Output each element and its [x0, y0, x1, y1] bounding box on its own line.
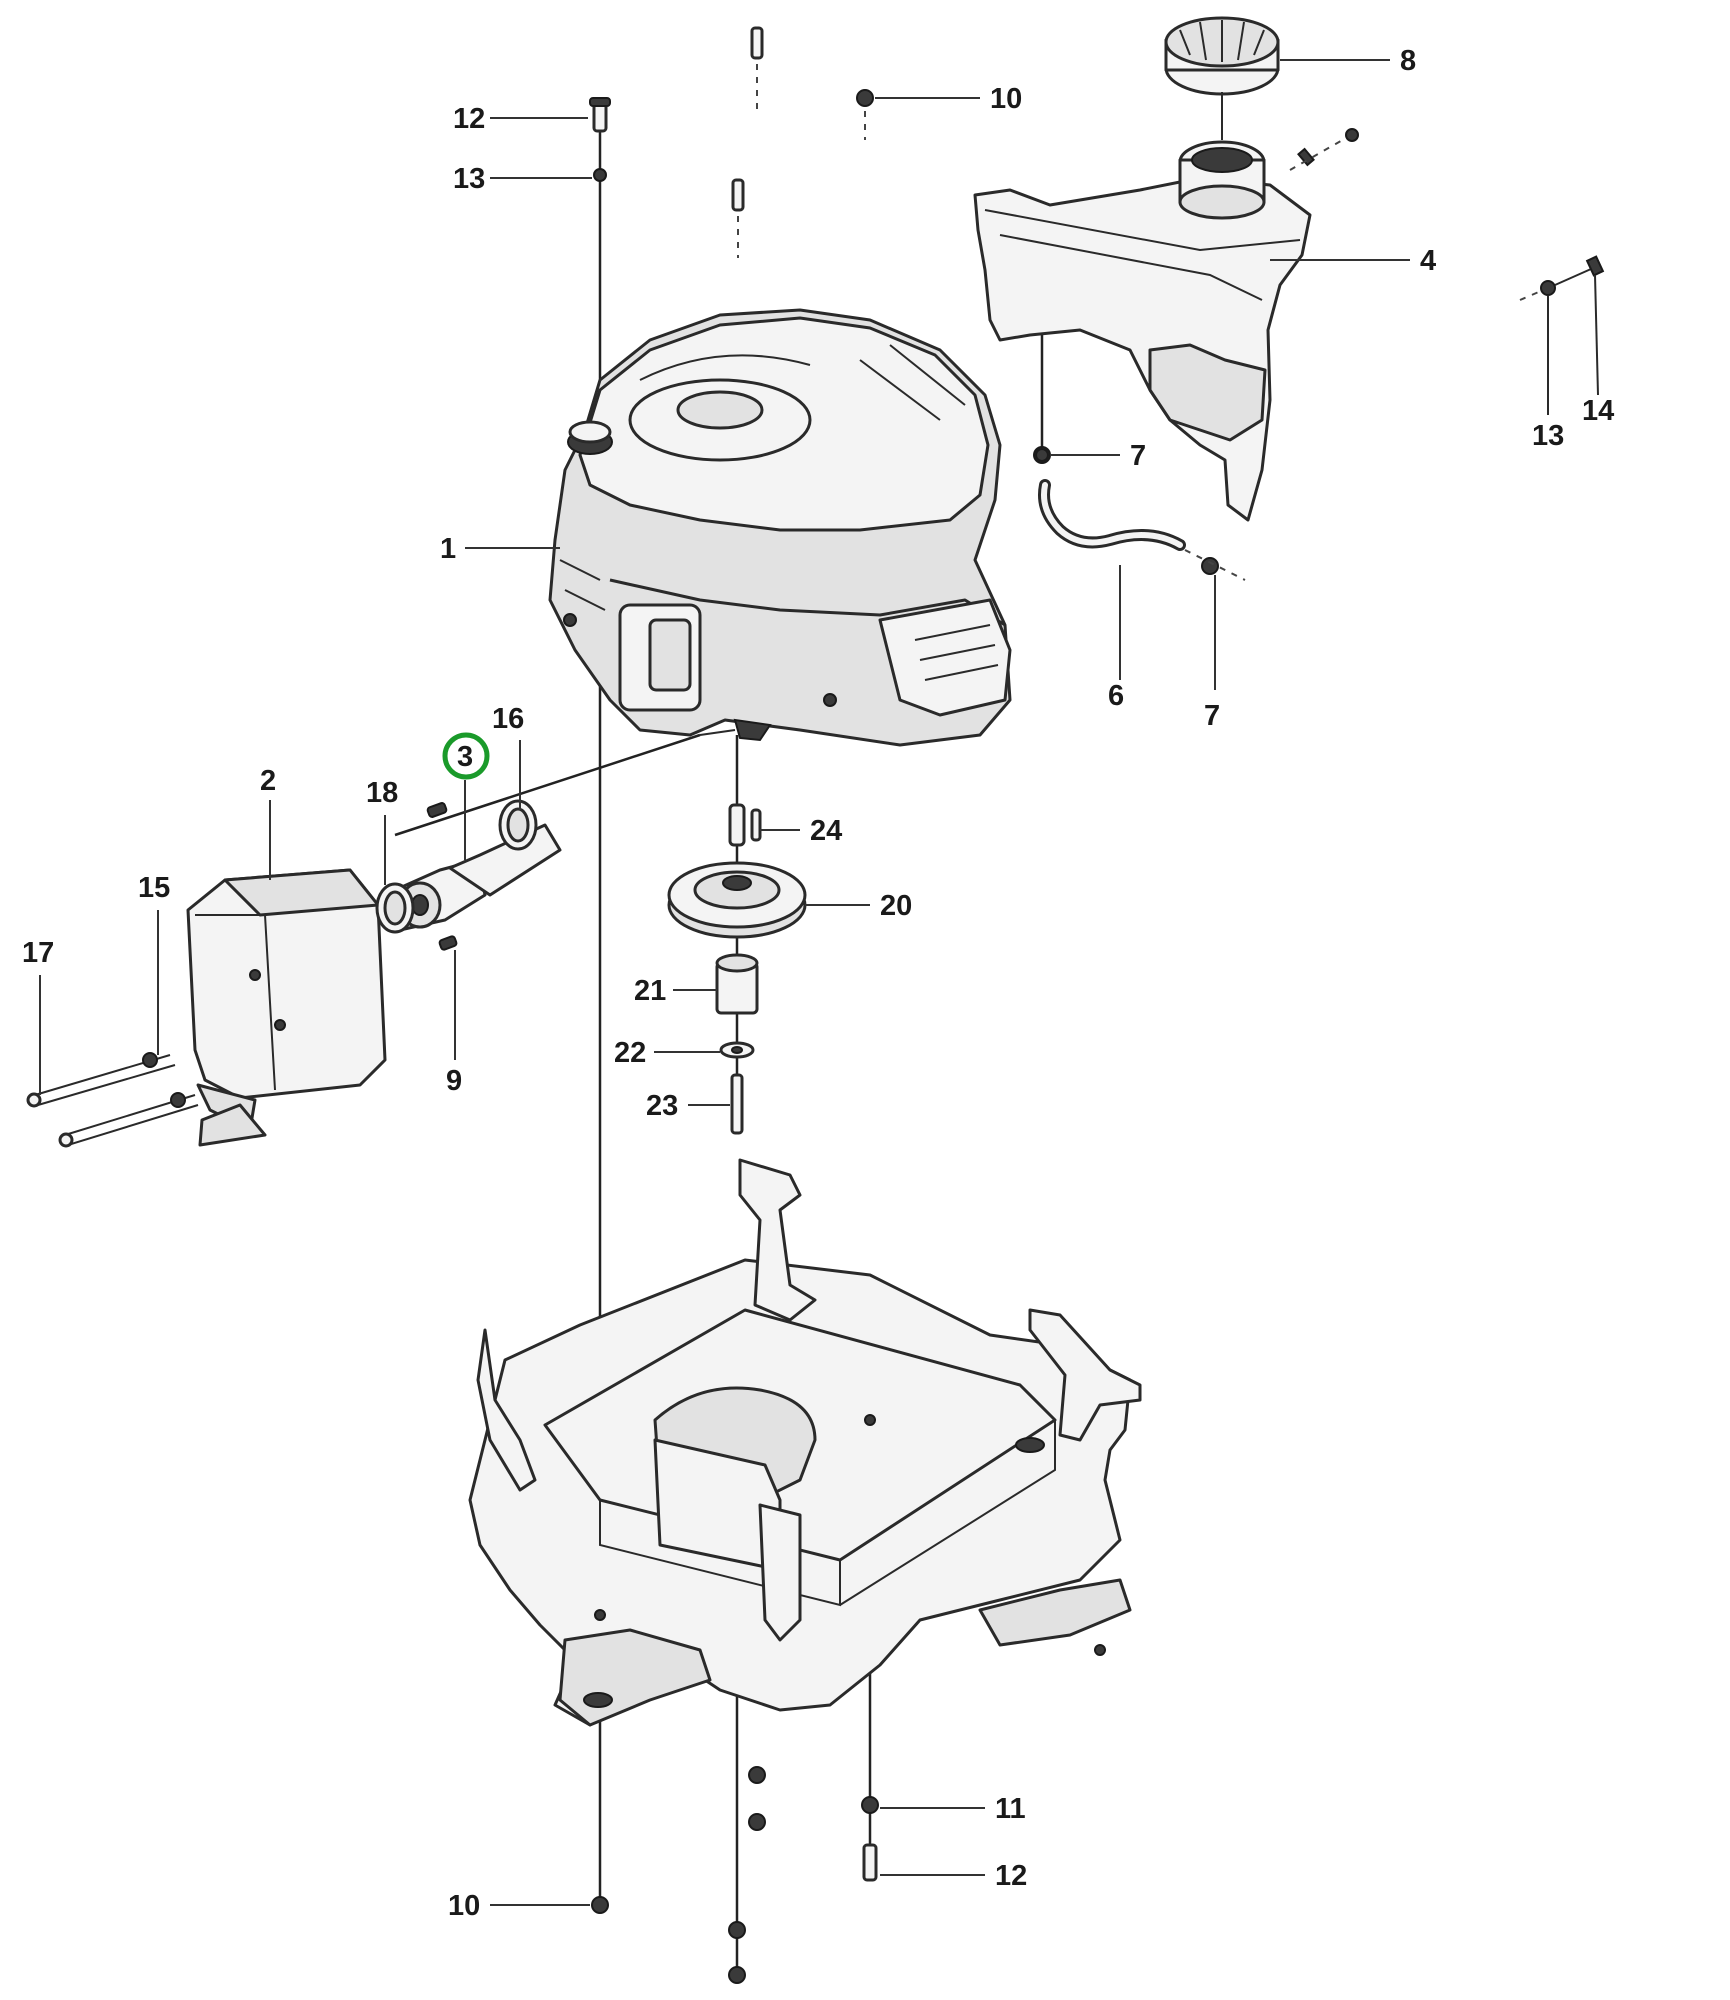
callout-6: 6 [1108, 680, 1124, 712]
callout-14: 14 [1582, 395, 1614, 427]
fasteners [589, 26, 1049, 1984]
callout-labels: 12 13 10 8 4 13 14 7 1 6 7 16 3 2 18 24 … [22, 45, 1614, 1922]
drive-pulley [667, 803, 807, 1135]
callout-24: 24 [810, 815, 842, 847]
callout-12-top: 12 [453, 103, 485, 135]
callout-13-top: 13 [453, 163, 485, 195]
leader-lines [39, 59, 1410, 1906]
callout-1: 1 [440, 533, 456, 565]
callout-10-top: 10 [990, 83, 1022, 115]
callout-4: 4 [1420, 245, 1436, 277]
highlight-ring-part-3 [442, 732, 490, 780]
callout-11: 11 [995, 1793, 1026, 1825]
callout-7-lower: 7 [1204, 700, 1220, 732]
muffler-bolts [26, 1052, 199, 1148]
callout-17: 17 [22, 937, 54, 969]
callout-12-bottom: 12 [995, 1860, 1027, 1892]
callout-8: 8 [1400, 45, 1416, 77]
callout-9: 9 [446, 1065, 462, 1097]
callout-23: 23 [646, 1090, 678, 1122]
callout-20: 20 [880, 890, 912, 922]
exhaust-pipe [375, 799, 562, 951]
callout-21: 21 [634, 975, 666, 1007]
callout-22: 22 [614, 1037, 646, 1069]
fuel-cap [1164, 16, 1280, 140]
screw-pair-right [1540, 255, 1605, 415]
engine [548, 308, 1012, 747]
callout-13-right: 13 [1532, 420, 1564, 452]
callout-2: 2 [260, 765, 276, 797]
fuel-tank [973, 128, 1359, 522]
callout-18: 18 [366, 777, 398, 809]
callout-16: 16 [492, 703, 524, 735]
callout-7-upper: 7 [1130, 440, 1146, 472]
callout-3: 3 [457, 741, 473, 773]
callout-10-bottom: 10 [448, 1890, 480, 1922]
mounting-frame [468, 1158, 1142, 1727]
muffler [186, 868, 387, 1147]
callout-15: 15 [138, 872, 170, 904]
